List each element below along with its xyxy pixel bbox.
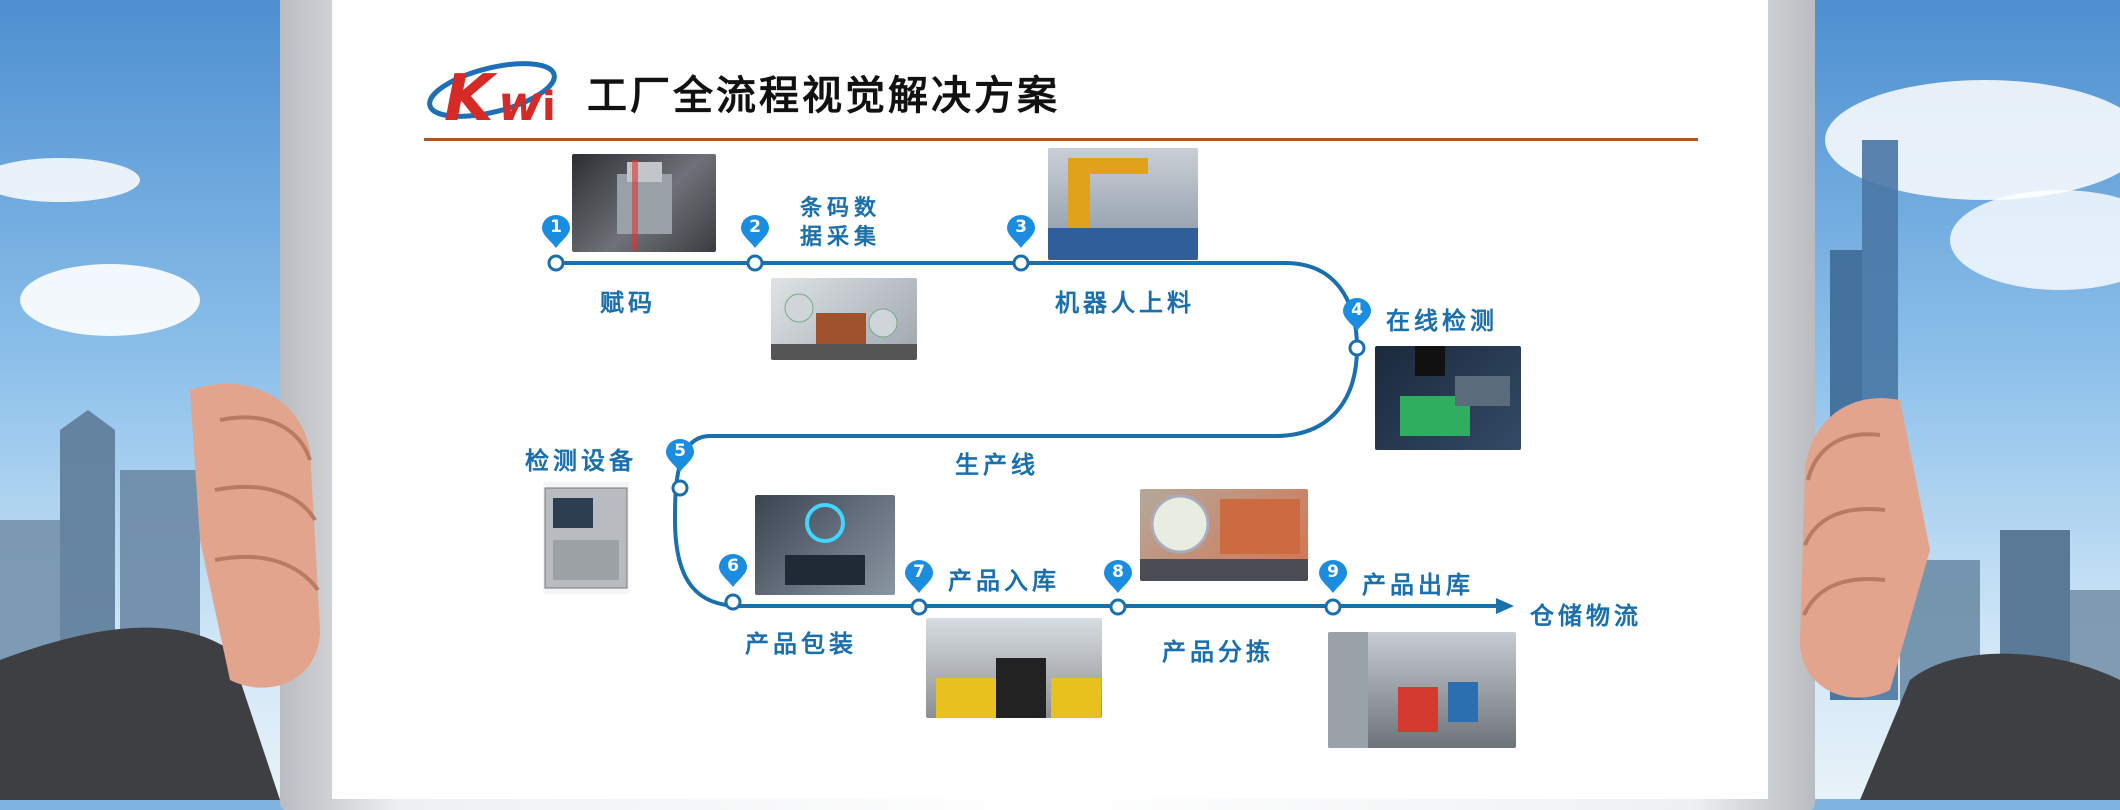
sorting-photo [1140, 489, 1308, 581]
step-pin-6: 6 [718, 554, 748, 584]
step-label-9: 产品出库 [1362, 570, 1474, 599]
step-pin-3: 3 [1006, 215, 1036, 245]
step-pin-1: 1 [541, 215, 571, 245]
arrow-head-icon [1496, 598, 1514, 614]
title-divider [424, 138, 1698, 141]
production-line-label: 生产线 [955, 450, 1039, 479]
svg-text:i: i [542, 84, 556, 128]
step-pin-9: 9 [1318, 560, 1348, 590]
step-pin-5: 5 [665, 439, 695, 469]
step-label-8: 产品分拣 [1162, 637, 1274, 666]
robot-loading-photo [1048, 148, 1198, 260]
online-inspection-photo [1375, 346, 1521, 450]
step-pin-7: 7 [904, 560, 934, 590]
warehouse-out-photo [1328, 632, 1516, 748]
step-pin-4: 4 [1342, 298, 1372, 328]
step-label-3: 机器人上料 [1055, 288, 1195, 317]
step-label-7: 产品入库 [948, 566, 1060, 595]
svg-text:K: K [444, 62, 498, 128]
barcode-scanner-photo [771, 278, 917, 360]
step-label-1: 赋码 [600, 288, 656, 317]
packaging-photo [755, 495, 895, 595]
step-label-5: 检测设备 [525, 446, 637, 475]
kwi-logo-icon: K w i [427, 61, 557, 128]
step-pin-2: 2 [740, 215, 770, 245]
step-label-2-line2: 据采集 [800, 224, 882, 250]
step-label-2-line1: 条码数 [800, 195, 882, 221]
left-hand [0, 383, 320, 800]
svg-text:w: w [498, 76, 543, 128]
step-label-4: 在线检测 [1386, 306, 1498, 335]
inspection-equipment-photo [543, 482, 629, 594]
step-label-6: 产品包装 [745, 629, 857, 658]
coding-machine-photo [572, 154, 716, 252]
page-title: 工厂全流程视觉解决方案 [587, 73, 1060, 119]
step-pin-8: 8 [1103, 560, 1133, 590]
warehouse-logistics-label: 仓储物流 [1530, 601, 1642, 630]
warehouse-in-photo [926, 618, 1102, 718]
right-hand [1800, 398, 2120, 800]
